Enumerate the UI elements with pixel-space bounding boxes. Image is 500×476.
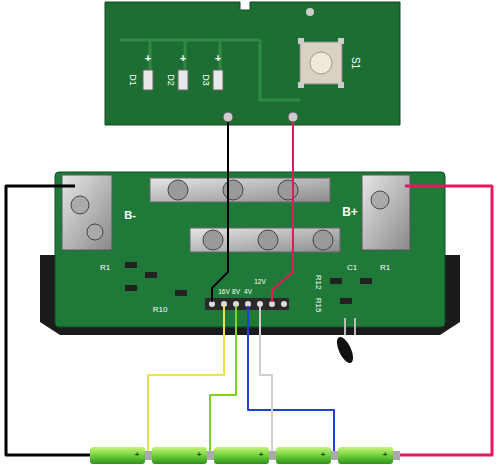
polarity-mark: + [321, 451, 326, 459]
polarity-mark: + [197, 451, 202, 459]
polarity-mark: + [383, 451, 388, 459]
pin-label: 12V [254, 279, 266, 286]
part-label: D1 [128, 74, 137, 86]
polarity-mark: + [145, 53, 151, 64]
part-label: R1 [380, 264, 390, 272]
battery-cells [90, 447, 400, 464]
part-label: C1 [347, 264, 357, 272]
part-label: R10 [153, 306, 168, 314]
part-label: R1 [100, 264, 110, 272]
pin-label: 4V [244, 289, 252, 296]
polarity-mark: + [259, 451, 264, 459]
terminal-label: B- [124, 210, 136, 221]
polarity-mark: + [180, 53, 186, 64]
polarity-mark: + [215, 53, 221, 64]
part-label: D3 [201, 74, 210, 86]
wires [6, 122, 492, 455]
terminal-label: B+ [342, 206, 358, 218]
polarity-mark: + [135, 451, 140, 459]
pin-label: 16V [218, 289, 230, 296]
led-board [105, 2, 400, 125]
pin-label: 8V [232, 289, 240, 296]
bms-board [40, 172, 460, 365]
part-label: R15 [314, 298, 322, 313]
part-label: S1 [350, 57, 360, 69]
part-label: R12 [314, 275, 322, 290]
part-label: D2 [166, 74, 175, 86]
